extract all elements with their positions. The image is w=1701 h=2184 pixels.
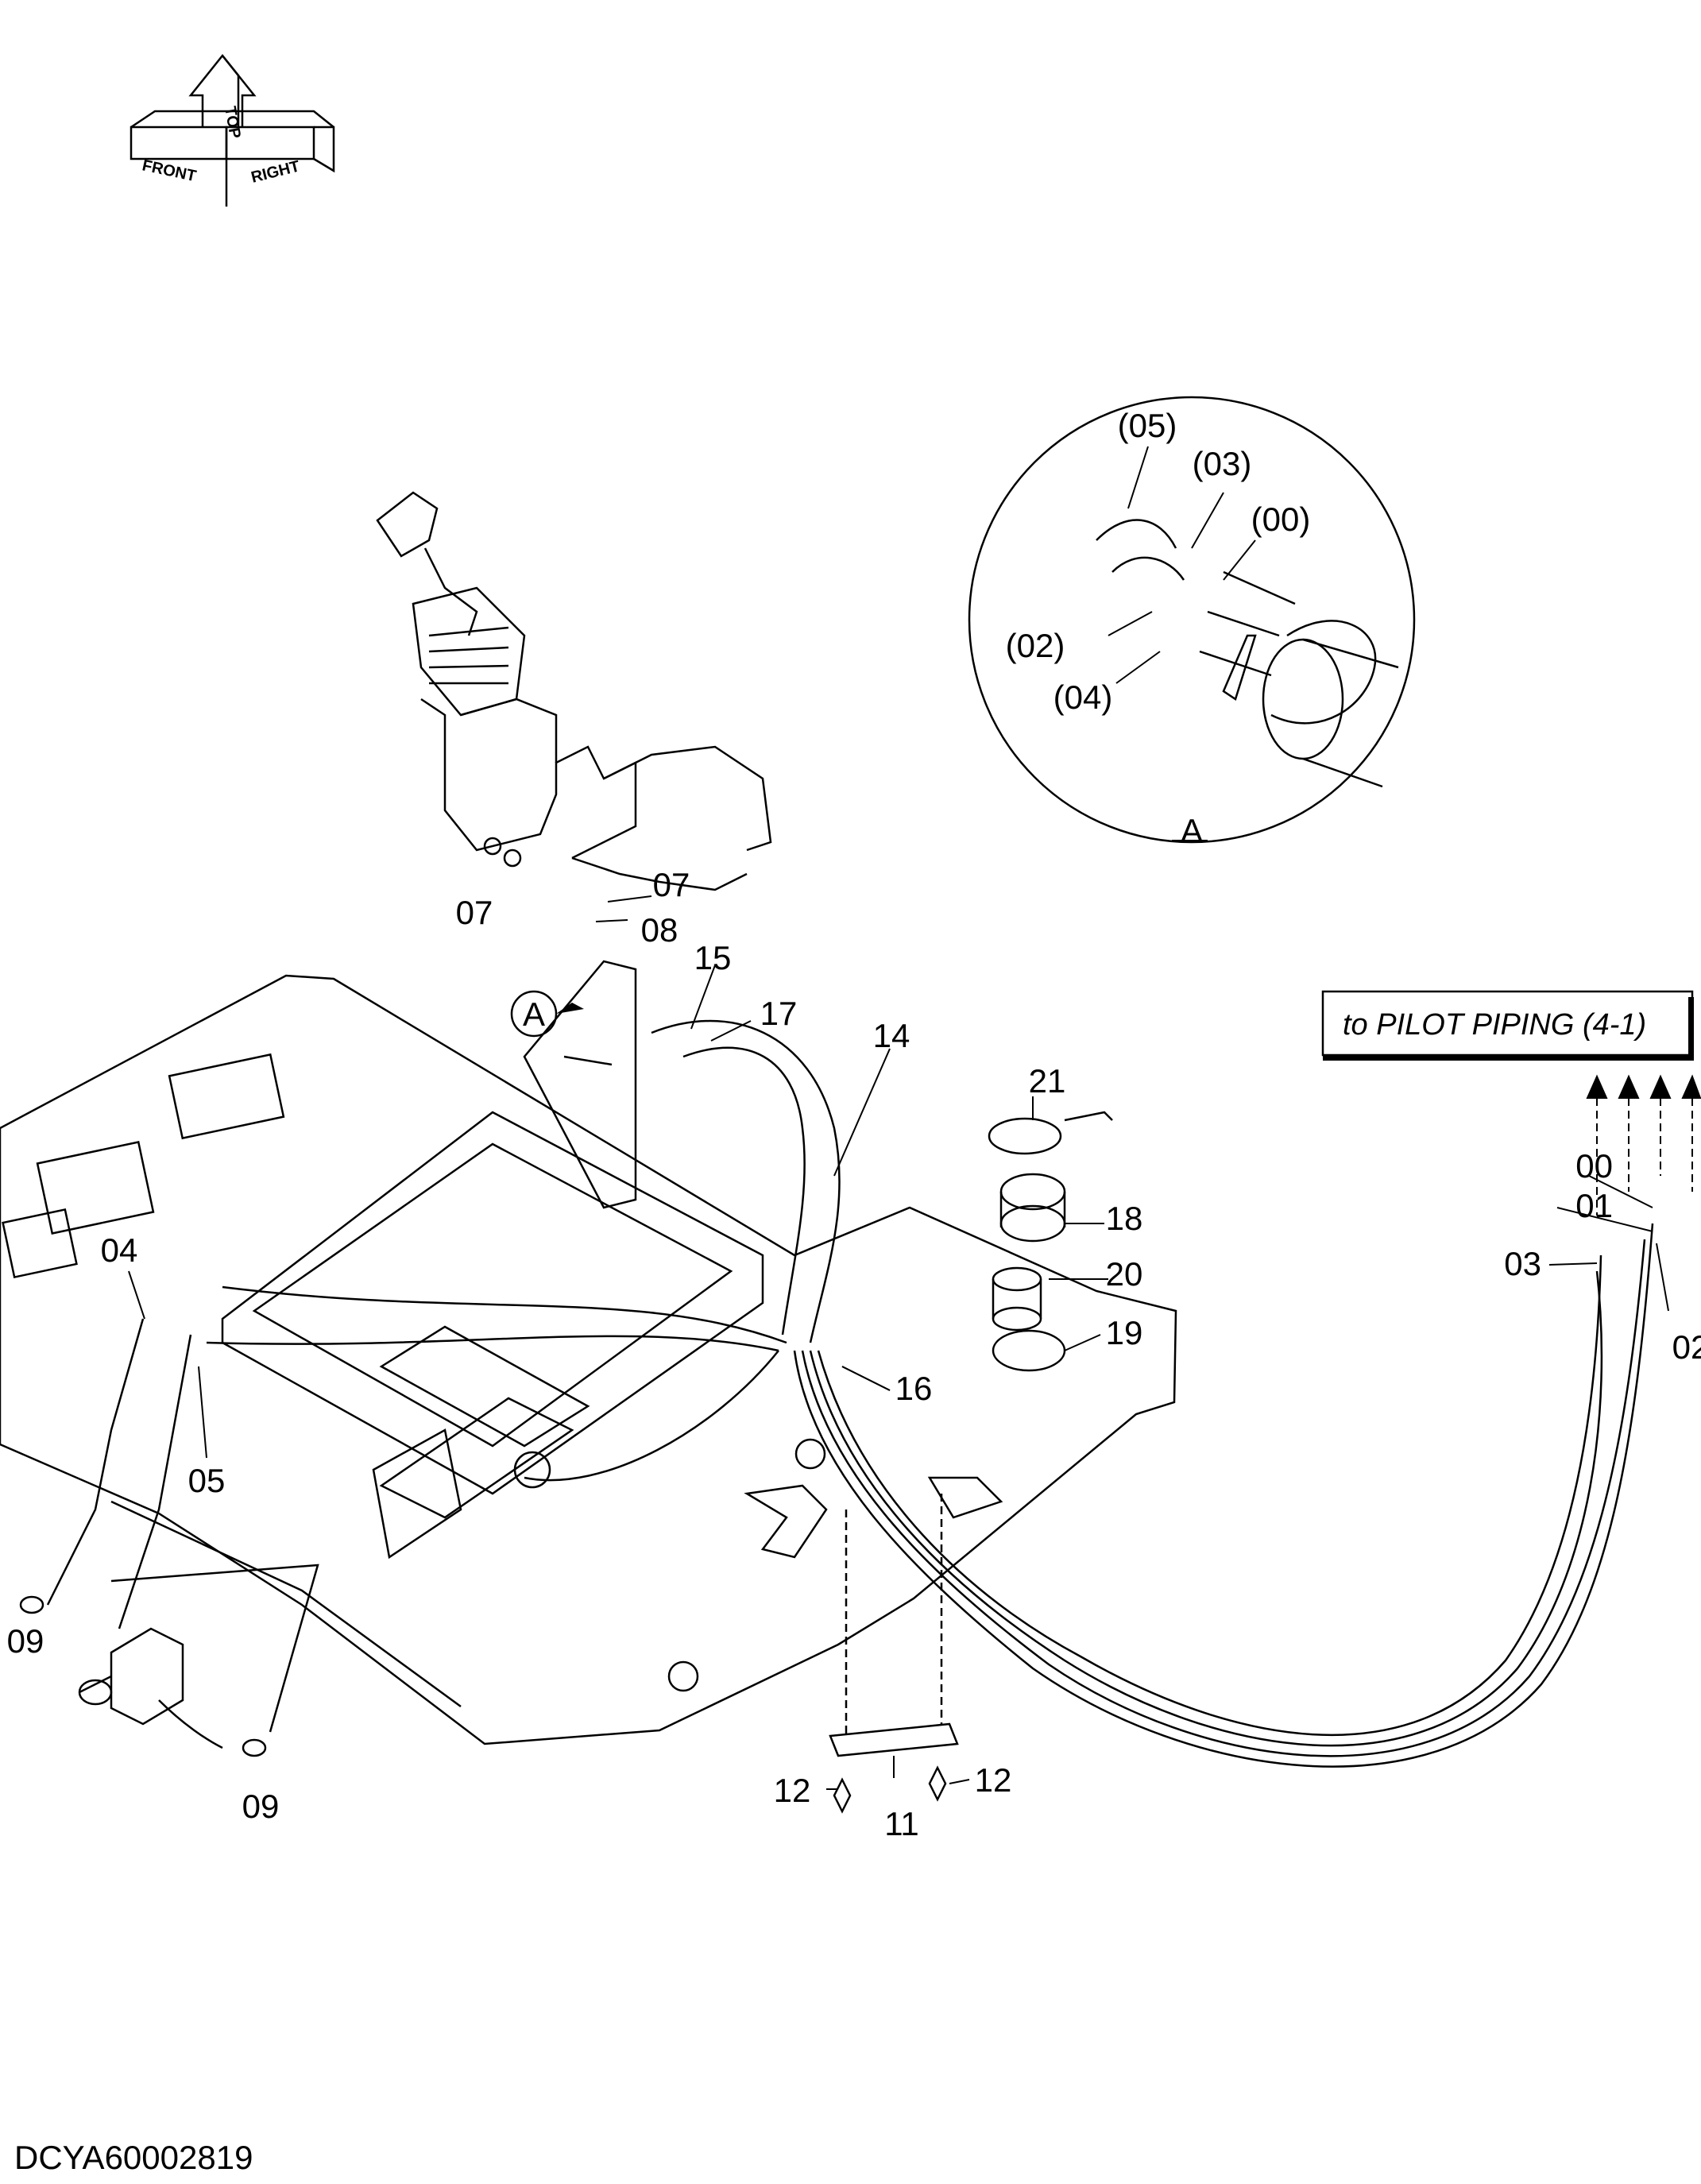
part-label-12-right: 12 bbox=[975, 1761, 1012, 1799]
part-label-03: 03 bbox=[1504, 1245, 1541, 1282]
hose-harness bbox=[206, 1019, 1654, 1768]
detail-part-03: (03) bbox=[1193, 445, 1252, 482]
reference-text: to PILOT PIPING (4-1) bbox=[1343, 1008, 1646, 1042]
orientation-top-label: TOP bbox=[221, 105, 244, 140]
part-label-09-right: 09 bbox=[242, 1788, 280, 1825]
drawing-number: DCYA60002819 bbox=[14, 2139, 253, 2176]
detail-a bbox=[968, 396, 1416, 844]
part-label-11: 11 bbox=[884, 1805, 919, 1842]
part-label-14: 14 bbox=[873, 1017, 910, 1054]
orientation-right-label: RIGHT bbox=[249, 157, 302, 186]
detail-part-05: (05) bbox=[1118, 407, 1177, 444]
part-label-09-left: 09 bbox=[7, 1622, 44, 1660]
part-label-07-right: 07 bbox=[653, 866, 690, 903]
part-label-08: 08 bbox=[641, 911, 678, 949]
reference-box: to PILOT PIPING (4-1) bbox=[1321, 990, 1694, 1061]
orientation-indicator: FRONT TOP RIGHT bbox=[130, 53, 335, 207]
plate-and-bolts bbox=[829, 1494, 959, 1814]
detail-a-callout-label: A bbox=[523, 995, 545, 1033]
detail-part-02: (02) bbox=[1006, 627, 1065, 664]
floor-plate bbox=[0, 974, 1177, 1745]
part-label-15: 15 bbox=[694, 939, 732, 976]
control-lever bbox=[376, 491, 772, 891]
leader-lines bbox=[128, 446, 1669, 1790]
part-label-21: 21 bbox=[1029, 1062, 1066, 1100]
part-label-19: 19 bbox=[1106, 1314, 1143, 1351]
part-label-16: 16 bbox=[895, 1370, 933, 1407]
part-label-02: 02 bbox=[1672, 1328, 1701, 1366]
console-frame bbox=[221, 960, 764, 1560]
part-label-00: 00 bbox=[1575, 1147, 1613, 1185]
detail-a-callout: A bbox=[510, 990, 584, 1038]
pilot-valve bbox=[19, 1318, 319, 1757]
part-label-12-left: 12 bbox=[774, 1772, 811, 1809]
detail-part-00: (00) bbox=[1251, 501, 1311, 538]
part-label-20: 20 bbox=[1106, 1255, 1143, 1293]
orientation-front-label: FRONT bbox=[141, 157, 198, 185]
part-label-04: 04 bbox=[101, 1231, 138, 1269]
grommet-parts bbox=[988, 1111, 1113, 1372]
part-label-07-left: 07 bbox=[456, 894, 493, 931]
part-label-01: 01 bbox=[1575, 1187, 1613, 1224]
part-label-05: 05 bbox=[188, 1462, 226, 1499]
detail-part-04: (04) bbox=[1053, 678, 1113, 716]
part-label-17: 17 bbox=[760, 995, 798, 1032]
reference-arrows bbox=[1586, 1074, 1701, 1216]
part-label-18: 18 bbox=[1106, 1200, 1143, 1237]
detail-a-label: A bbox=[1181, 812, 1203, 849]
